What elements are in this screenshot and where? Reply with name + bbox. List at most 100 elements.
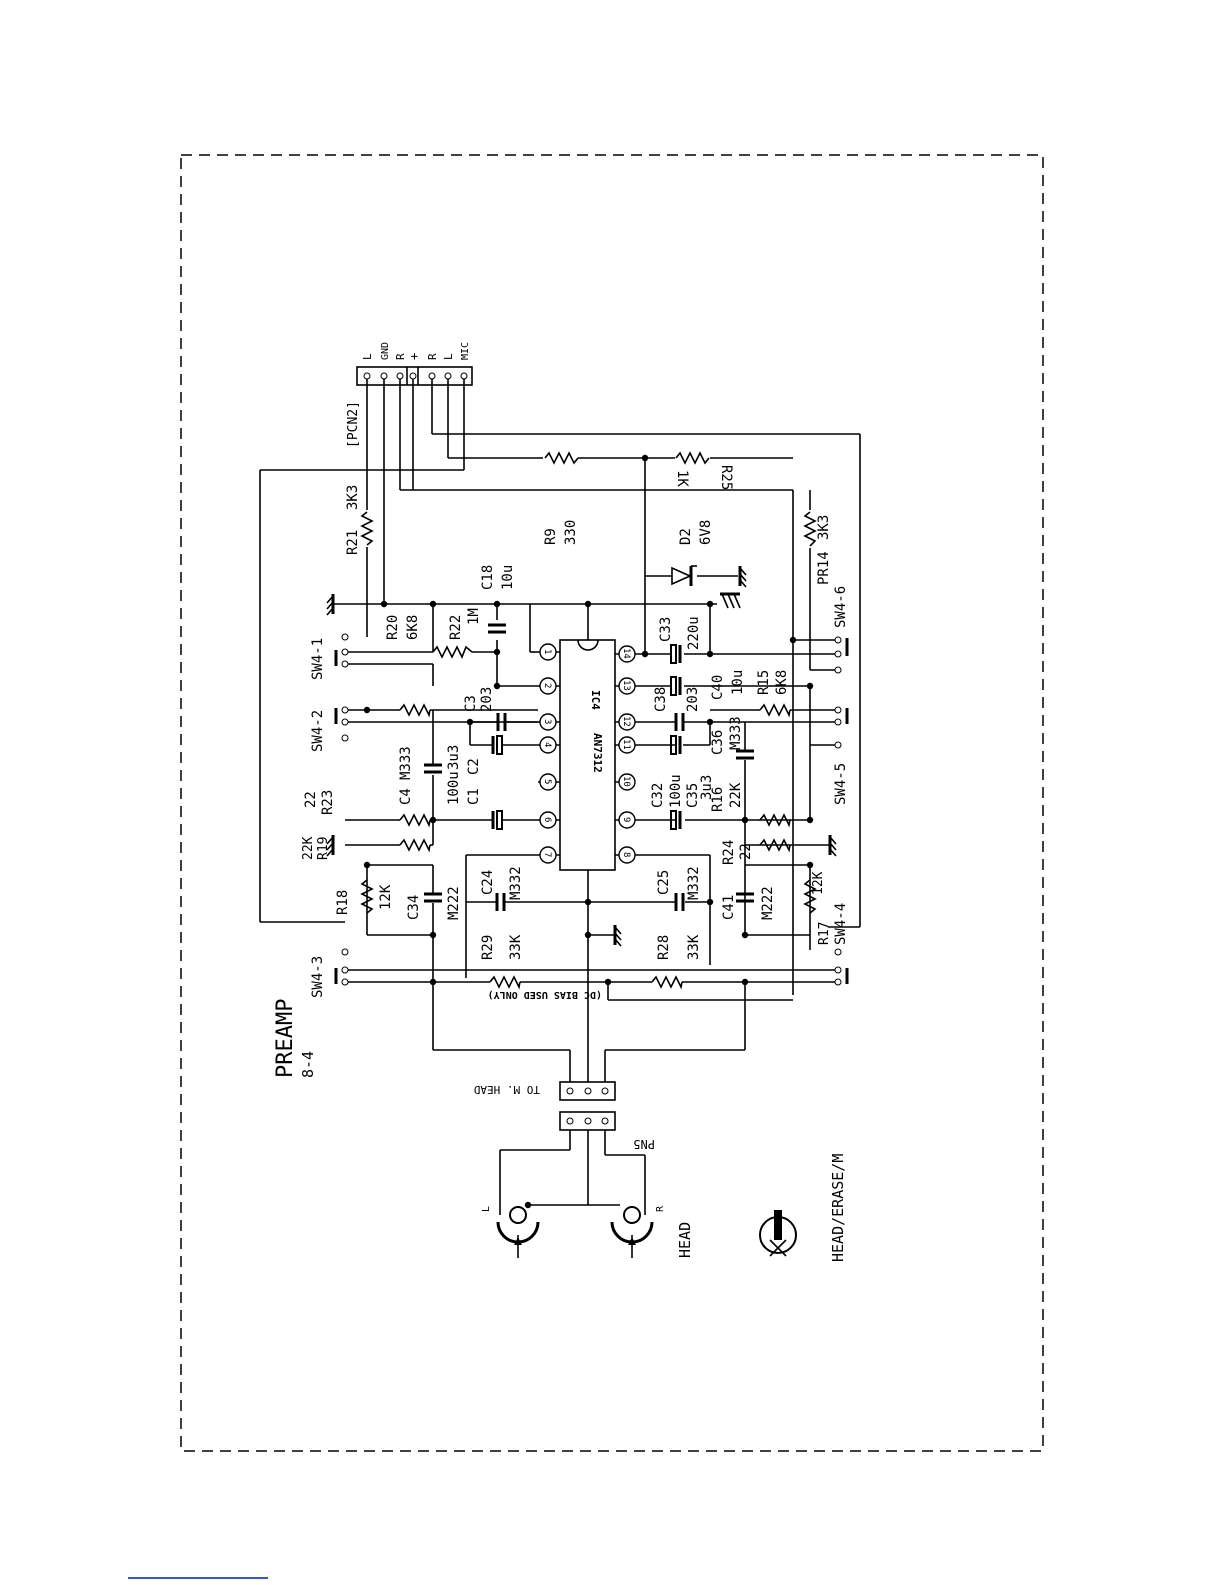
- pcn2-pin-4: [409, 372, 417, 380]
- switches: [334, 633, 849, 986]
- switch-sw4-5: [834, 706, 849, 749]
- r16-value: 22K: [728, 782, 744, 808]
- pcn2-pin-label-4: +: [407, 353, 421, 360]
- switch-labels: SW4-1 SW4-2 SW4-3 SW4-4 SW4-5 SW4-6: [310, 586, 849, 998]
- switch-sw4-3: [334, 948, 349, 986]
- ic-pin-1: [539, 643, 557, 661]
- pcn2-pin-1: [363, 372, 371, 380]
- resistor-r20: [399, 703, 431, 718]
- ic-pin-number-11: 11: [621, 739, 631, 750]
- ic-pin-number-4: 4: [542, 742, 552, 747]
- ground-symbols: [326, 566, 837, 947]
- c38-value: 203: [685, 687, 701, 712]
- ic-pin-number-7: 7: [542, 852, 552, 857]
- c18-value: 10u: [500, 565, 516, 590]
- ic-pin-number-2: 2: [542, 683, 552, 688]
- ic-pin-10: [618, 773, 636, 791]
- ic-pin-12: [618, 713, 636, 731]
- sw4-3-label: SW4-3: [310, 956, 326, 998]
- pcn2-pin-label-7: MIC: [460, 342, 471, 360]
- capacitor-c32: [670, 810, 682, 830]
- ic-pin-14: [618, 645, 636, 663]
- c33-value: 220u: [686, 616, 702, 650]
- resistor-r22: [432, 645, 473, 659]
- pcn2-pin-label-2: GND: [380, 342, 391, 360]
- component-labels: R21 3K3 R9 330 R25 1K D2 6V8 PR14 3K3 C1…: [301, 465, 832, 960]
- resistor-r23: [399, 813, 431, 828]
- resistor-r18: [360, 879, 374, 914]
- c25-ref: C25: [656, 870, 672, 895]
- c38-ref: C38: [653, 687, 669, 712]
- c2-value: 3u3: [446, 745, 462, 770]
- pcn2-label: [PCN2]: [346, 401, 361, 448]
- c2-ref: C2: [466, 758, 482, 775]
- c1-value: 100u: [446, 771, 462, 805]
- c24-value: M332: [508, 866, 524, 900]
- capacitor-c38: [674, 713, 685, 731]
- r25-value: 1K: [674, 470, 690, 487]
- ic-pin-number-14: 14: [621, 648, 631, 659]
- ic-pin-number-6: 6: [542, 817, 552, 822]
- pcn2-pin-2: [380, 372, 388, 380]
- tape-head-right: R: [610, 1205, 666, 1258]
- r9-ref: R9: [543, 528, 559, 545]
- pcn2-pin-3: [396, 372, 404, 380]
- capacitor-c40: [670, 676, 682, 696]
- ground-c33: [720, 592, 741, 609]
- ic-ref-label: IC4: [589, 690, 602, 710]
- resistor-r16: [759, 813, 791, 828]
- r28-value: 33K: [686, 934, 702, 960]
- ic-pin-number-13: 13: [621, 680, 631, 691]
- resistor-r9: [544, 451, 579, 465]
- ic-pin-9: [618, 811, 636, 829]
- c4-ref: C4: [398, 788, 414, 805]
- r29-ref: R29: [480, 935, 496, 960]
- c34-ref: C34: [406, 895, 422, 920]
- resistor-pr14: [803, 511, 817, 547]
- sw4-1-label: SW4-1: [310, 638, 326, 680]
- pr14-value: 3K3: [816, 515, 832, 540]
- capacitor-c3: [496, 713, 507, 731]
- resistors: [360, 451, 817, 990]
- c41-value: M222: [760, 886, 776, 920]
- r18-value: 12K: [378, 884, 394, 910]
- ic-pin-number-12: 12: [621, 716, 631, 727]
- resistor-r24: [759, 838, 791, 853]
- r20-value: 6K8: [405, 615, 421, 640]
- r19-value: 22K: [301, 836, 316, 860]
- c18-ref: C18: [480, 565, 496, 590]
- head-left-label: L: [481, 1206, 492, 1212]
- r21-ref: R21: [345, 530, 361, 555]
- capacitor-c35: [670, 735, 682, 755]
- resistor-r28: [651, 975, 683, 990]
- ic-pin-11: [618, 736, 636, 754]
- pcn2-pin-label-3: R: [394, 353, 407, 360]
- ic-an7312: IC4 AN7312 1 2 3 4: [538, 639, 636, 871]
- resistor-r17: [803, 879, 817, 914]
- r17-ref: R17: [817, 922, 832, 945]
- c1-ref: C1: [466, 788, 482, 805]
- sw4-6-label: SW4-6: [833, 586, 849, 628]
- head-connector-pn5: PN5: [559, 1111, 655, 1151]
- capacitor-c41: [736, 892, 754, 903]
- r15-ref: R15: [756, 670, 772, 695]
- ground-center: [613, 925, 622, 947]
- ground-left-top: [326, 594, 335, 616]
- ic-pin-number-5: 5: [542, 779, 552, 784]
- connector-pcn2: L GND R + R L MIC [PCN2]: [346, 342, 473, 448]
- r22-ref: R22: [448, 615, 464, 640]
- r9-value: 330: [563, 520, 579, 545]
- erase-label: HEAD/ERASE/M: [829, 1154, 847, 1262]
- pcn2-pin-label-6: L: [442, 353, 455, 360]
- c35-ref: C35: [685, 783, 701, 808]
- c40-ref: C40: [710, 675, 726, 700]
- c40-value: 10u: [730, 670, 746, 695]
- sw4-4-label: SW4-4: [833, 903, 849, 945]
- switch-sw4-2: [334, 706, 349, 742]
- c36-value: M333: [728, 716, 744, 750]
- ic-pin-2: [539, 677, 557, 695]
- resistor-r25: [675, 451, 710, 465]
- r24-value: 22: [738, 843, 754, 860]
- ic-pin-3: [539, 713, 557, 731]
